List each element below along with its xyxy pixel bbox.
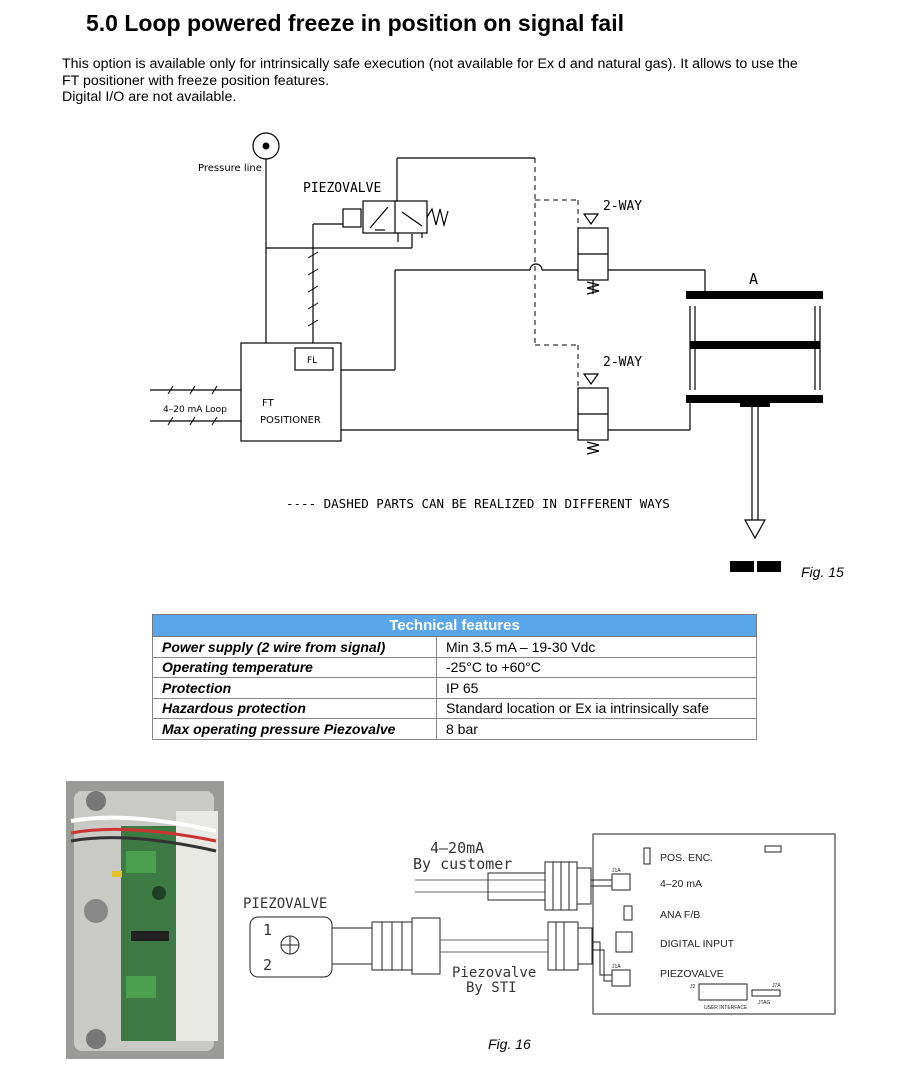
table-row: Operating temperature-25°C to +60°C [152,656,757,678]
board-outline [592,833,836,1015]
fig16-piezovalve-title: PIEZOVALVE [243,896,327,912]
piezovalve-label: PIEZOVALVE [303,181,381,196]
table-row: Power supply (2 wire from signal)Min 3.5… [152,636,757,658]
intro-line-3: Digital I/O are not available. [62,89,237,105]
board-jtag: JTAG [758,1000,771,1006]
board-j1a: J1A [612,868,621,874]
fig15-schematic: Pressure line FT POSITIONER 4–20 mA Loop… [150,132,823,572]
intro-paragraph: This option is available only for intrin… [62,56,862,106]
intro-line-2: FT positioner with freeze position featu… [62,72,330,89]
technical-features-table: Technical features Power supply (2 wire … [152,614,757,740]
actuator-piston [690,341,820,349]
fig16-by-sti: By STI [466,980,517,996]
ft-label: FT [262,398,275,409]
board-piezo: PIEZOVALVE [660,968,724,980]
actuator-label: A [749,270,758,288]
board-ma: 4–20 mA [660,878,702,890]
board-j7a: J7A [772,983,781,989]
board-user-interface: USER INTERFACE [704,1005,748,1011]
row-value: Min 3.5 mA – 19-30 Vdc [436,636,757,658]
board-j2: J2 [690,984,696,990]
intro-line-1: This option is available only for intrin… [62,56,798,72]
row-value: IP 65 [436,677,757,699]
fig16-pin2: 2 [263,956,272,974]
fig16-piezo-by: Piezovalve [452,965,536,981]
row-key: Max operating pressure Piezovalve [152,718,437,740]
actuator-bottom-plate [686,395,823,403]
dashed-note: ---- DASHED PARTS CAN BE REALIZED IN DIF… [286,496,670,511]
board-j1a-2: J1A [612,964,621,970]
row-value: 8 bar [436,718,757,740]
fl-label: FL [307,356,317,366]
board-ana: ANA F/B [660,909,700,921]
board-digital: DIGITAL INPUT [660,938,735,950]
fig16-by-customer: By customer [413,855,512,873]
actuator-top-plate [686,291,823,299]
fig15-caption: Fig. 15 [801,564,844,580]
two-way-label-top: 2-WAY [603,199,642,214]
positioner-photo [66,781,224,1059]
fl-box [294,347,334,371]
fig16-ma-label: 4–20mA [430,839,484,857]
page-title: 5.0 Loop powered freeze in position on s… [86,10,625,36]
board-pos-enc: POS. ENC. [660,852,713,864]
user-interface-connector [698,983,748,1001]
ft-positioner-box [240,342,342,442]
pressure-line-label: Pressure line [198,163,262,174]
table-header: Technical features [152,614,757,637]
fig16-pin1: 1 [263,921,272,939]
loop-label: 4–20 mA Loop [163,405,227,415]
two-way-label-bottom: 2-WAY [603,355,642,370]
positioner-label: POSITIONER [260,415,321,426]
fig16-caption: Fig. 16 [488,1036,531,1052]
